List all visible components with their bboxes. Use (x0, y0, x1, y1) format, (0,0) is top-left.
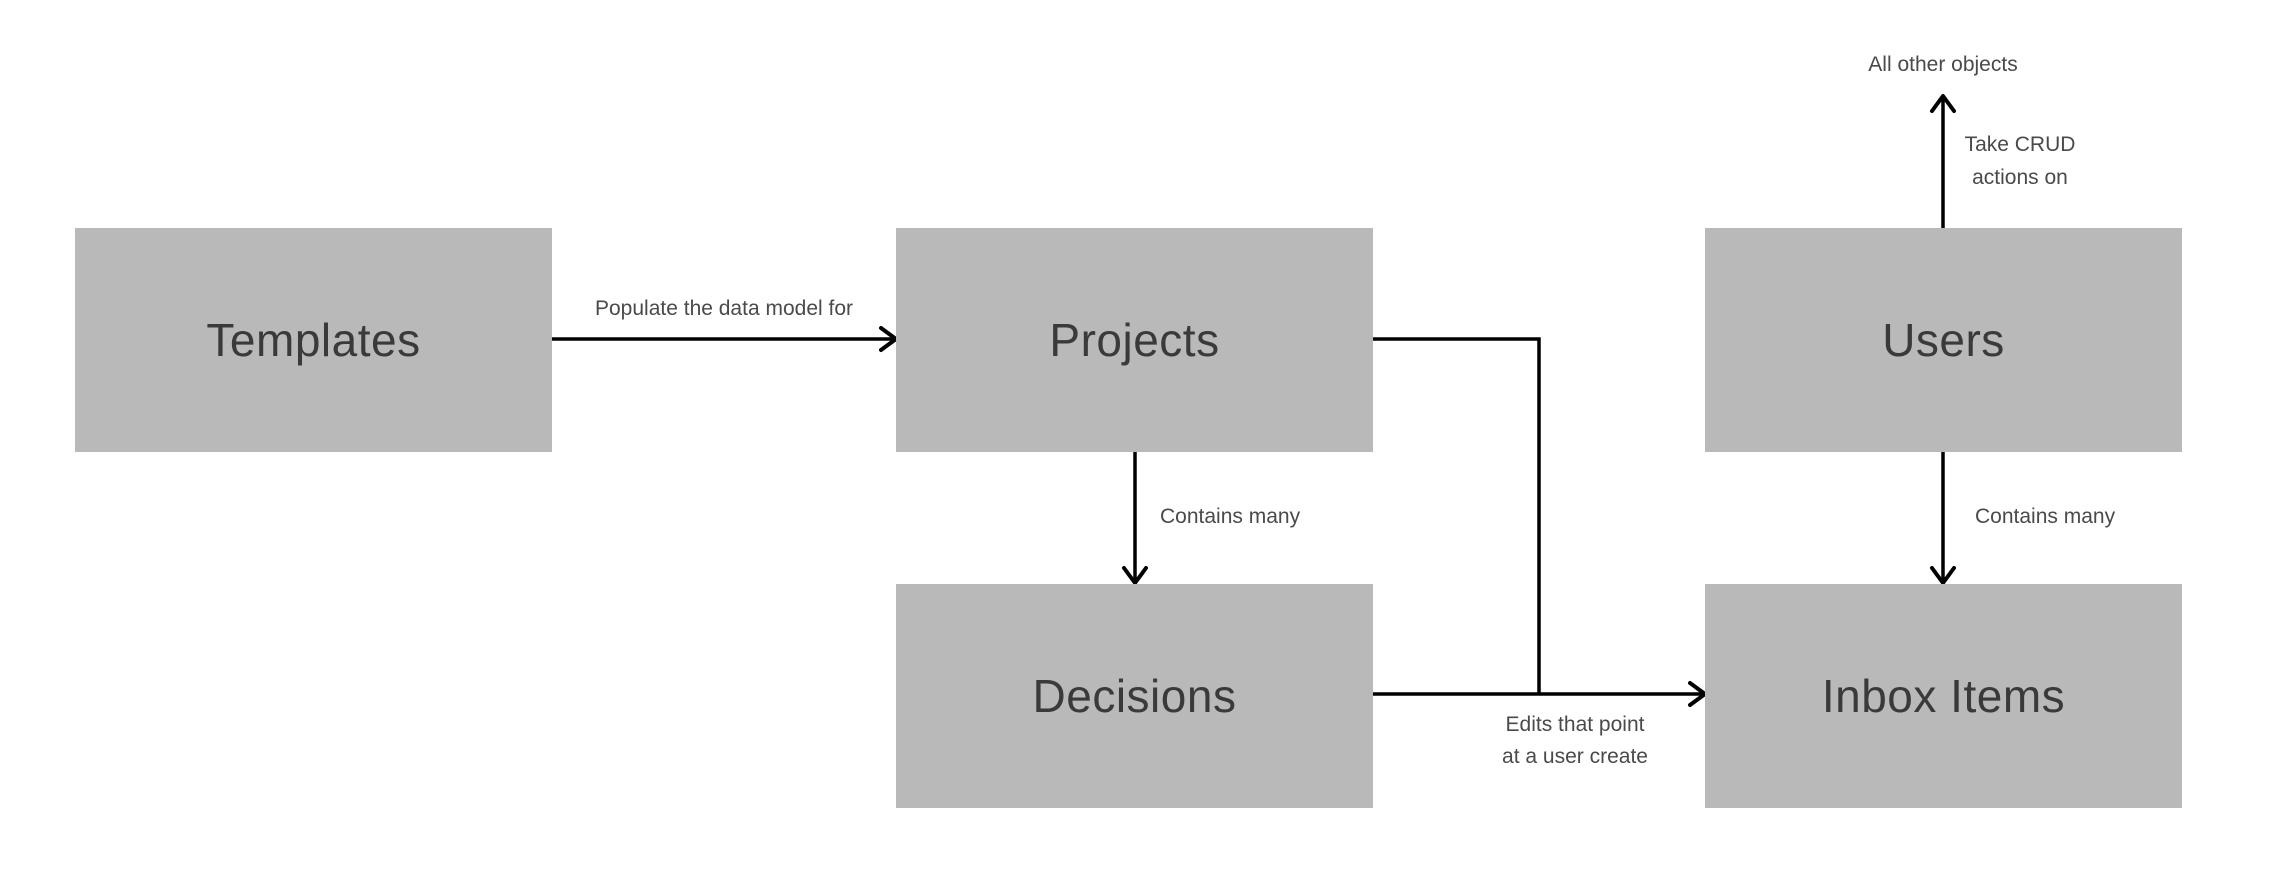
arrowhead-down-inbox (1930, 566, 1956, 585)
edge-label-edits-line1: Edits that point (1505, 713, 1645, 736)
node-templates-label: Templates (206, 314, 421, 366)
arrowhead-up-all-other (1930, 94, 1956, 113)
node-projects[interactable]: Projects (896, 228, 1373, 452)
node-decisions-label: Decisions (1032, 670, 1237, 722)
edge-label-take-crud-line2: actions on (1972, 166, 2068, 189)
node-users[interactable]: Users (1705, 228, 2182, 452)
edge-label-contains-many-users: Contains many (1975, 505, 2116, 528)
edge-label-take-crud: Take CRUD actions on (1965, 128, 2076, 194)
edge-projects-inbox-elbow (1373, 337, 1541, 694)
annotation-all-other-objects: All other objects (1868, 53, 2018, 76)
edge-label-edits-line2: at a user create (1502, 745, 1648, 768)
node-projects-label: Projects (1049, 314, 1220, 366)
arrowhead-down-decisions (1122, 566, 1148, 585)
edge-label-edits-create: Edits that point at a user create (1502, 709, 1648, 773)
node-inbox-items-label: Inbox Items (1821, 670, 2066, 722)
edge-label-take-crud-line1: Take CRUD (1964, 133, 2076, 156)
node-decisions[interactable]: Decisions (896, 584, 1373, 808)
edge-label-contains-many-projects: Contains many (1160, 505, 1301, 528)
node-templates[interactable]: Templates (75, 228, 552, 452)
node-inbox-items[interactable]: Inbox Items (1705, 584, 2182, 808)
node-users-label: Users (1882, 314, 2005, 366)
edge-label-populate-data-model: Populate the data model for (594, 297, 854, 320)
